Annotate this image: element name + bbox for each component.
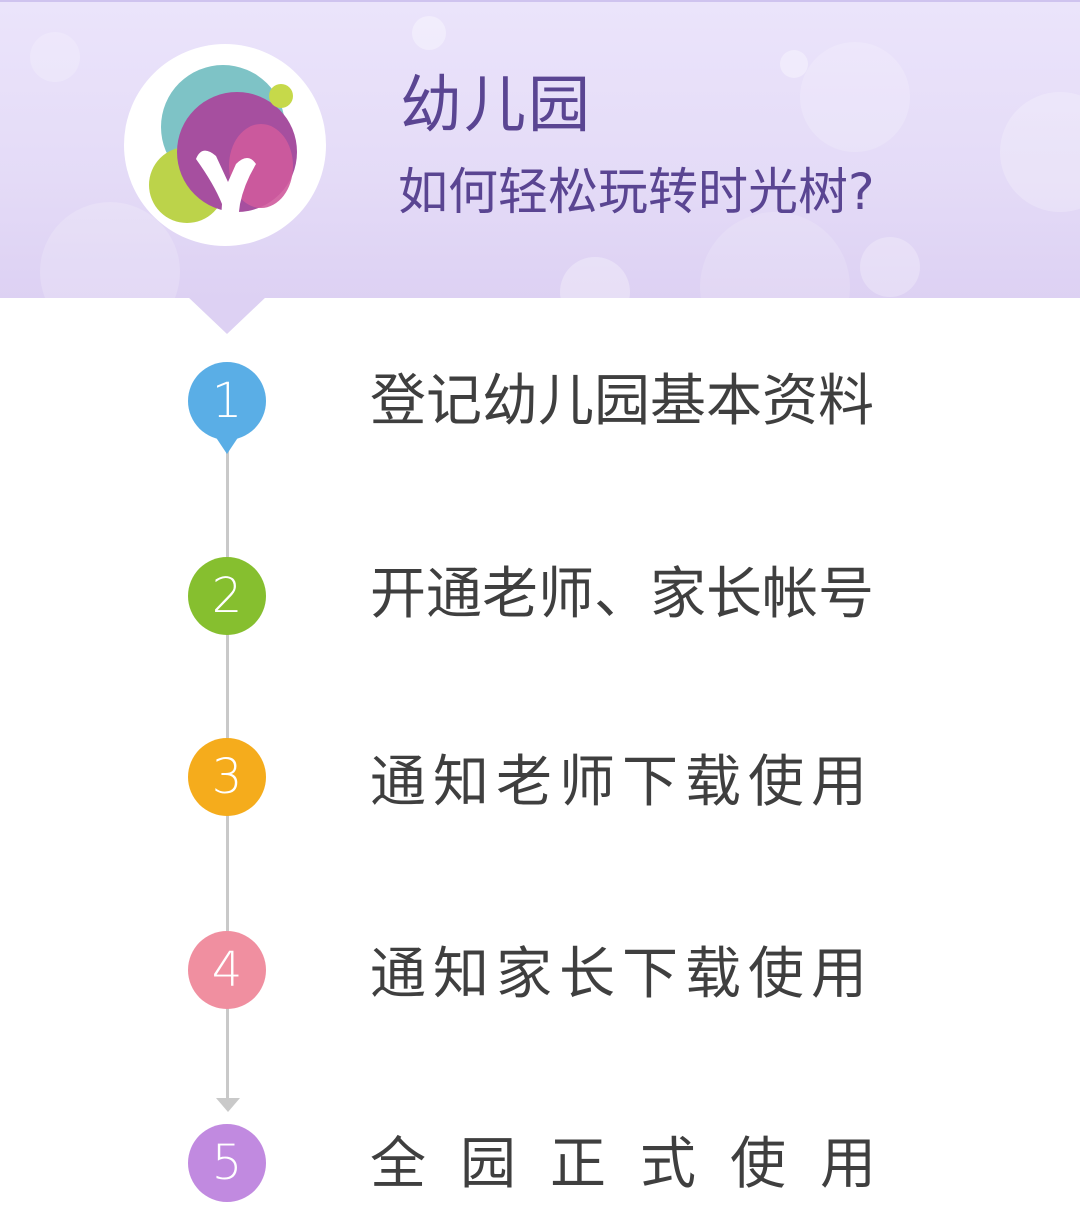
page-title: 幼儿园: [400, 68, 593, 141]
step-3-label: 通知老师下载使用: [370, 750, 874, 815]
step-1-badge: 1: [188, 362, 266, 440]
step-1-pointer: [215, 436, 239, 454]
step-1-label: 登记幼儿园基本资料: [370, 369, 874, 434]
leaf-tree-logo-icon: [149, 65, 297, 234]
step-4-badge: 4: [188, 931, 266, 1009]
step-5-badge: 5: [188, 1124, 266, 1202]
step-4-label: 通知家长下载使用: [370, 942, 874, 1007]
step-3-badge: 3: [188, 738, 266, 816]
step-2-badge: 2: [188, 557, 266, 635]
timeline-arrow-icon: [216, 1098, 240, 1112]
page-subtitle: 如何轻松玩转时光树?: [398, 163, 875, 221]
step-2-label: 开通老师、家长帐号: [370, 562, 874, 627]
app-logo: [124, 44, 326, 246]
header-banner: 幼儿园 如何轻松玩转时光树?: [0, 0, 1080, 298]
header-pointer: [187, 296, 267, 334]
step-5-label: 全园正式使用: [370, 1132, 910, 1197]
